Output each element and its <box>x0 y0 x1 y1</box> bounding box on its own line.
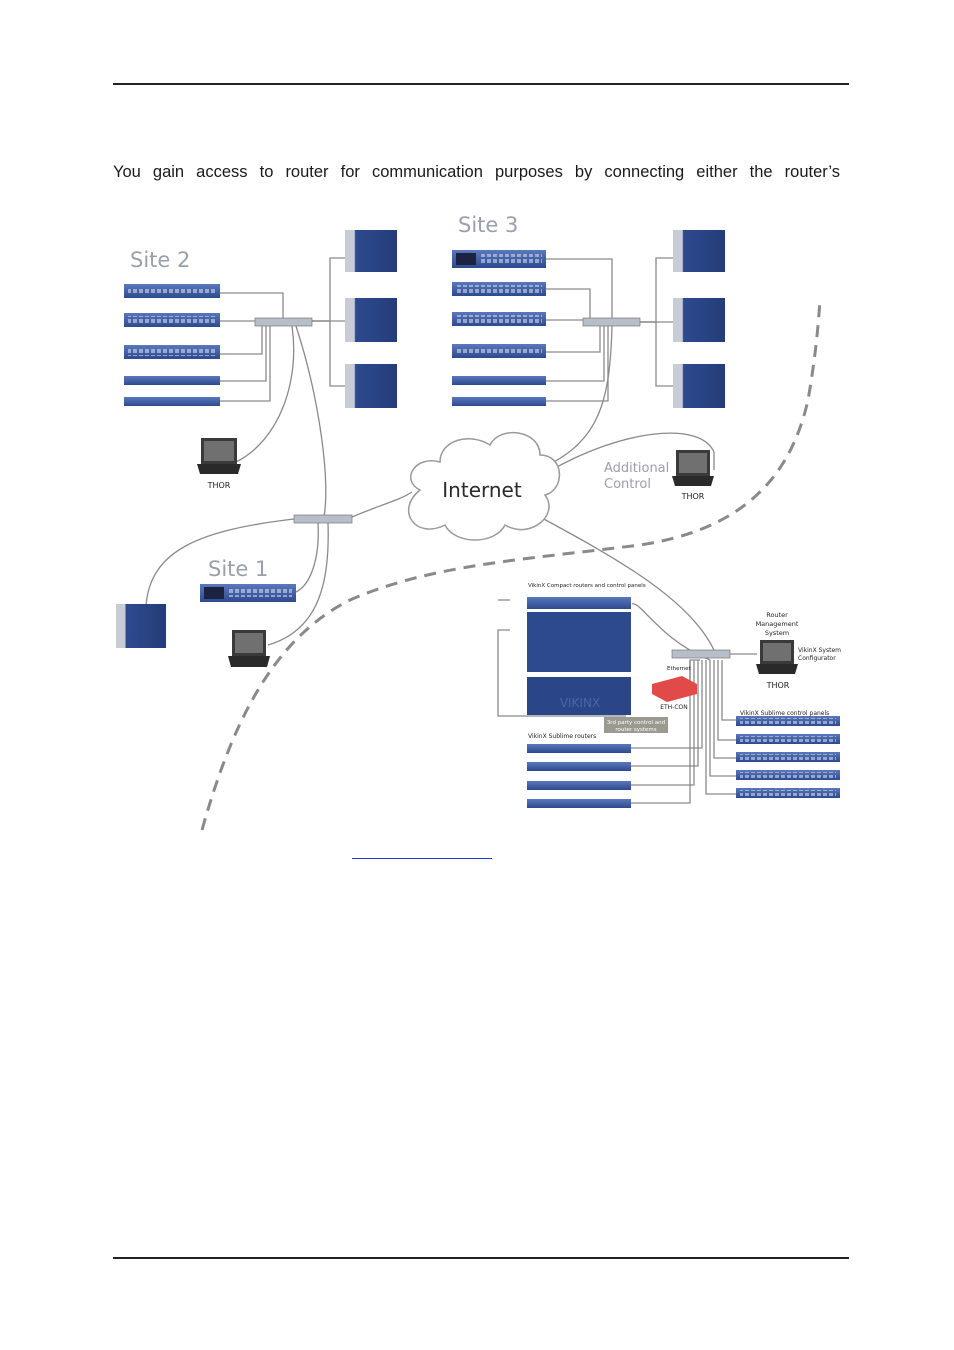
compact-router-large <box>527 612 631 672</box>
site-1-router <box>116 604 166 648</box>
thor-label-site-2: THOR <box>207 481 231 490</box>
thor-label-management: THOR <box>766 681 790 690</box>
site-1-label: Site 1 <box>208 557 268 581</box>
connection-lines <box>145 257 757 804</box>
eth-con-device <box>652 676 697 702</box>
third-party-label-line-2: router systems <box>615 727 656 733</box>
site-3-switch <box>582 317 641 327</box>
main-switch <box>671 649 731 659</box>
body-paragraph: You gain access to router for communicat… <box>113 163 840 181</box>
site-1-control-panel <box>200 584 296 602</box>
thor-label-additional: THOR <box>681 492 705 501</box>
header-rule <box>113 83 849 85</box>
site-2-label: Site 2 <box>130 248 190 272</box>
vikinx-configurator-label-line-1: VikinX System <box>798 647 841 654</box>
site-2-rack-units <box>124 284 220 406</box>
site-3-label: Site 3 <box>458 213 518 237</box>
vikinx-wordmark: VIKINX <box>560 696 600 710</box>
site-3-rack-units <box>452 250 546 406</box>
vikinx-configurator-label-line-2: Configurator <box>798 655 836 662</box>
additional-control-label-line-2: Control <box>604 477 651 492</box>
router-management-label-line-3: System <box>765 629 789 637</box>
site-1-switch <box>293 514 353 524</box>
sublime-panels-label: VikinX Sublime control panels <box>740 710 829 717</box>
laptop-site-1 <box>228 630 270 667</box>
third-party-box <box>604 717 668 733</box>
hyperlink-underline[interactable] <box>352 858 492 859</box>
site-2-routers <box>345 230 397 408</box>
footer-rule <box>113 1257 849 1259</box>
site-3-routers <box>673 230 725 408</box>
sublime-routers <box>527 744 631 808</box>
sublime-routers-label: VikinX Sublime routers <box>528 733 596 740</box>
third-party-label-line-1: 3rd party control and <box>607 720 665 726</box>
ethernet-label: Ethernet <box>667 666 692 672</box>
additional-control-label-line-1: Additional <box>604 461 669 476</box>
compact-router-small <box>527 677 631 715</box>
laptop-router-management <box>756 640 798 674</box>
boundary-dashed-line <box>200 299 822 831</box>
sublime-control-panels <box>736 716 840 798</box>
router-management-label-line-2: Management <box>756 620 799 628</box>
internet-label: Internet <box>442 478 522 502</box>
internet-cloud <box>408 431 561 541</box>
router-management-label-line-1: Router <box>766 611 788 619</box>
laptop-site-2 <box>197 438 241 474</box>
site-2-switch <box>254 317 313 327</box>
laptop-additional-control <box>672 450 714 486</box>
compact-panel <box>527 597 631 609</box>
compact-routers-label: VikinX Compact routers and control panel… <box>528 583 646 589</box>
eth-con-label: ETH-CON <box>660 704 688 711</box>
